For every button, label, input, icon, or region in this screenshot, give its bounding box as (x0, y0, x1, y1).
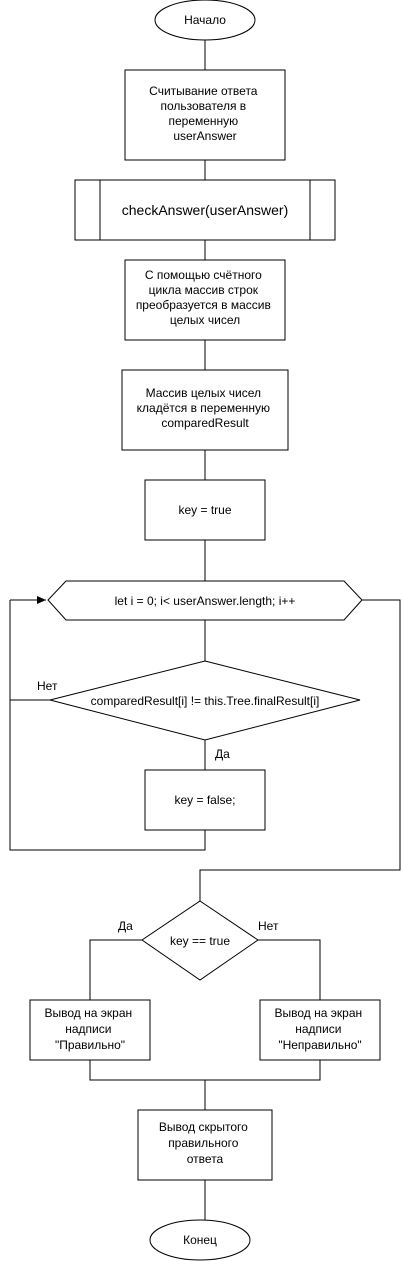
output-correct-line: надписи (65, 1022, 111, 1036)
output-hidden-line: ответа (187, 1152, 224, 1166)
convert-loop-line: целых чисел (170, 313, 240, 327)
output-incorrect-label: Вывод на экран надписи "Неправильно" (275, 1006, 366, 1052)
convert-loop-line: преобразуется в массив (136, 298, 271, 312)
output-correct-line: "Правильно" (55, 1038, 125, 1052)
edge-key-check-yes (89, 939, 142, 1000)
end-label: Конец (183, 1233, 217, 1247)
key-false-node: key = false; (144, 769, 266, 831)
output-hidden-line: Вывод скрытого (159, 1120, 248, 1134)
read-answer-line: Считывание ответа (149, 84, 258, 98)
output-correct-label: Вывод на экран надписи "Правильно" (45, 1006, 136, 1052)
read-answer-node: Считывание ответа пользователя в перемен… (124, 69, 286, 161)
compare-decision-label: comparedResult[i] != this.Tree.finalResu… (91, 694, 320, 708)
output-correct-line: Вывод на экран (45, 1006, 133, 1020)
key-no-label: Нет (258, 919, 279, 933)
compare-yes-label: Да (215, 747, 230, 761)
read-answer-line: userAnswer (173, 129, 236, 143)
edge-loop-exit (199, 599, 401, 901)
output-correct-node: Вывод на экран надписи "Правильно" (29, 999, 151, 1061)
output-hidden-label: Вывод скрытого правильного ответа (159, 1120, 251, 1166)
key-check-label: key == true (170, 934, 230, 948)
key-yes-label: Да (118, 919, 133, 933)
output-incorrect-line: "Неправильно" (278, 1038, 361, 1052)
end-node: Конец (149, 1219, 251, 1261)
read-answer-line: переменную (168, 114, 238, 128)
for-loop-node: let i = 0; i< userAnswer.length; i++ (47, 580, 363, 621)
edge-incorrect-merge (205, 1060, 321, 1081)
check-answer-node: checkAnswer(userAnswer) (74, 179, 336, 241)
convert-loop-node: С помощью счётного цикла массив строк пр… (124, 259, 286, 341)
store-result-line: comparedResult (161, 416, 249, 430)
compare-decision-node: comparedResult[i] != this.Tree.finalResu… (49, 660, 361, 741)
output-incorrect-line: Вывод на экран (275, 1006, 363, 1020)
edge-key-false-back-to-loop (9, 600, 206, 851)
key-true-node: key = true (144, 479, 266, 541)
store-result-line: Массив целых чисел (146, 386, 261, 400)
convert-loop-label: С помощью счётного цикла массив строк пр… (136, 268, 274, 327)
store-result-node: Массив целых чисел кладётся в переменную… (121, 369, 289, 451)
key-true-label: key = true (178, 503, 231, 517)
output-hidden-node: Вывод скрытого правильного ответа (137, 1109, 273, 1181)
output-incorrect-node: Вывод на экран надписи "Неправильно" (259, 999, 381, 1061)
read-answer-line: пользователя в (160, 99, 246, 113)
convert-loop-line: С помощью счётного (145, 268, 262, 282)
store-result-line: кладётся в переменную (137, 401, 270, 415)
compare-no-label: Нет (37, 679, 58, 693)
start-node: Начало (154, 0, 256, 41)
start-label: Начало (184, 13, 226, 27)
output-hidden-line: правильного (168, 1136, 239, 1150)
edge-key-check-no (258, 939, 321, 1000)
connectors (9, 40, 401, 1220)
read-answer-label: Считывание ответа пользователя в перемен… (149, 84, 261, 143)
key-false-label: key = false; (174, 793, 235, 807)
store-result-label: Массив целых чисел кладётся в переменную… (137, 386, 274, 430)
edge-correct-merge (89, 1060, 205, 1081)
check-answer-label: checkAnswer(userAnswer) (122, 202, 289, 218)
for-loop-label: let i = 0; i< userAnswer.length; i++ (115, 594, 296, 608)
key-check-decision-node: key == true (141, 900, 259, 981)
convert-loop-line: цикла массив строк (149, 283, 259, 297)
output-incorrect-line: надписи (295, 1022, 341, 1036)
